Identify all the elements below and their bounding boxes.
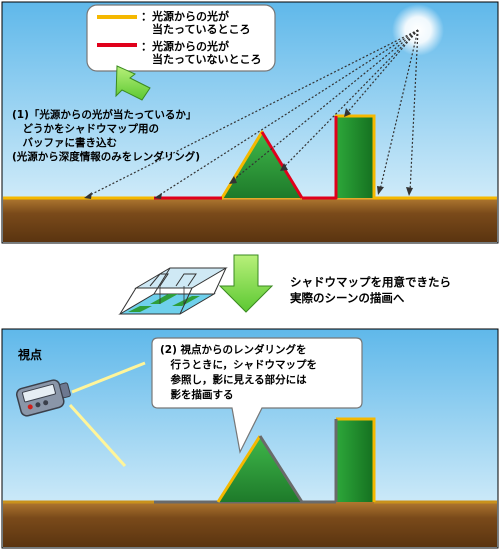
mountain-bottom (218, 436, 302, 502)
transition-caption: シャドウマップを用意できたら 実際のシーンの描画へ (290, 275, 451, 305)
legend-arrow-icon (115, 65, 151, 101)
legend-box (86, 4, 276, 72)
light-rays (87, 29, 419, 197)
top-panel (1, 1, 499, 244)
building-bottom (336, 419, 374, 502)
camera-icon (15, 379, 71, 417)
next-step-arrow-icon (218, 254, 274, 313)
building-top (336, 116, 374, 198)
view-beam-upper (71, 361, 146, 394)
camera-label: 視点 (18, 348, 43, 362)
legend-unlit-label: ：光源からの光が 当たっていないところ (141, 40, 262, 66)
step2-description: (2) 視点からのレンダリングを 行うときに，シャドウマップを 参照し，影に見え… (160, 344, 317, 401)
view-beam-lower (68, 403, 127, 468)
mountain-top (222, 132, 302, 198)
step2-speech-bubble (151, 337, 363, 454)
ground-bottom (3, 502, 497, 547)
legend-lit-label: ：光源からの光が 当たっているところ (141, 10, 251, 36)
ground-top (3, 198, 497, 242)
bottom-panel (1, 328, 499, 549)
middle-section (118, 254, 274, 315)
shadow-map-buffer-icon (118, 267, 228, 315)
step1-description: (1)「光源からの光が当たっているか」 どうかをシャドウマップ用の バッファに書… (12, 109, 201, 163)
